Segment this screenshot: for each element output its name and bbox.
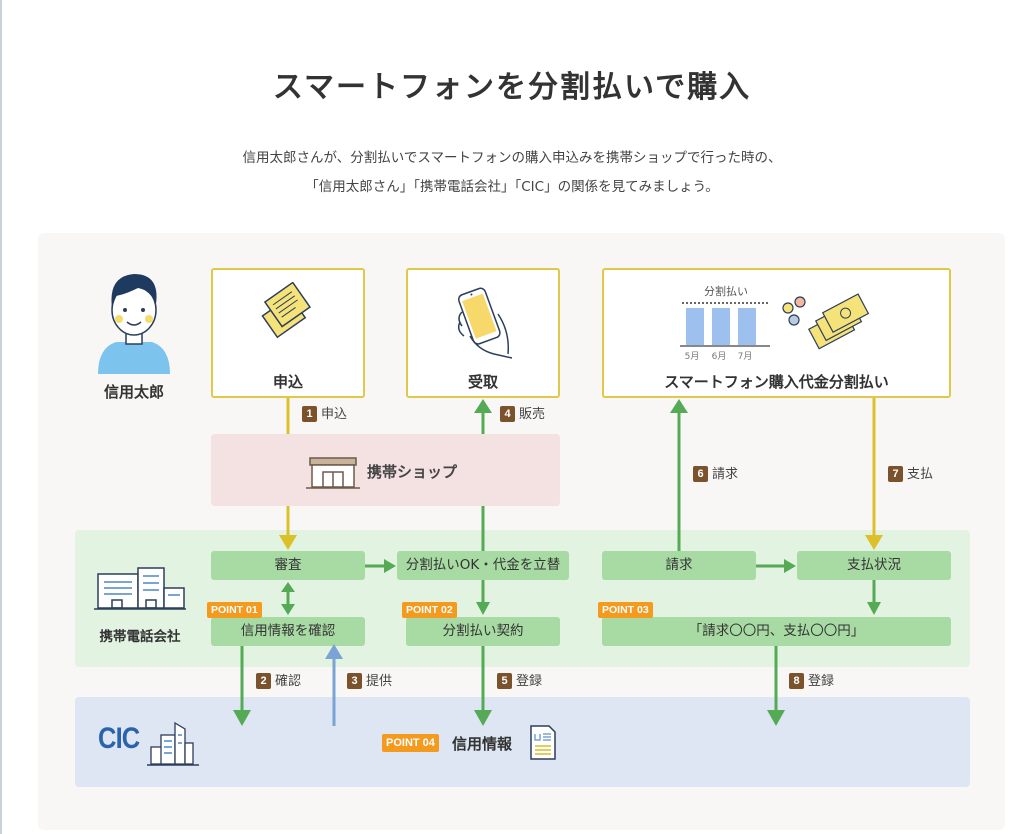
shop-band: 携帯ショップ	[211, 434, 560, 506]
smartphone-in-hand-icon	[454, 284, 516, 364]
box-billing-payment-record: 「請求〇〇円、支払〇〇円」	[602, 617, 951, 646]
step-label-3: 3 提供	[347, 673, 392, 691]
window-edge	[0, 0, 2, 834]
step-label-5: 5 登録	[497, 673, 542, 691]
step-text: 販売	[519, 407, 546, 422]
money-bills-coins-icon	[780, 292, 876, 356]
step-number: 7	[888, 466, 903, 482]
shop-icon	[306, 456, 360, 494]
lead-text-line1: 信用太郎さんが、分割払いでスマートフォンの購入申込みを携帯ショップで行った時の、	[242, 150, 782, 166]
cic-band	[75, 697, 970, 787]
box-approval: 分割払いOK・代金を立替	[397, 551, 569, 580]
mini-chart-axis	[680, 345, 770, 347]
mini-chart-dotted-line	[682, 302, 768, 304]
point-badge-02: POINT 02	[402, 602, 457, 618]
box-screening: 審査	[211, 551, 365, 580]
step-label-6: 6 請求	[693, 466, 738, 484]
person-label: 信用太郎	[103, 383, 164, 401]
card-apply: 申込	[211, 268, 365, 398]
card-receive: 受取	[406, 268, 560, 398]
step-text: 支払	[907, 467, 934, 482]
step-number: 8	[789, 673, 804, 689]
mini-chart-bar	[738, 308, 756, 345]
card-receive-label: 受取	[467, 373, 498, 391]
step-number: 6	[693, 466, 708, 482]
documents-icon	[257, 281, 321, 346]
credit-info-label: 信用情報	[452, 735, 513, 753]
mini-chart-month: 6月	[711, 352, 727, 362]
mini-chart-month: 5月	[684, 352, 700, 362]
step-label-8: 8 登録	[789, 673, 834, 691]
telco-label: 携帯電話会社	[99, 629, 181, 645]
mini-chart-bar	[712, 308, 730, 345]
step-label-7: 7 支払	[888, 466, 933, 484]
mini-chart-title: 分割払い	[704, 285, 748, 298]
step-number: 3	[347, 673, 362, 689]
step-text: 登録	[808, 674, 835, 689]
cic-logo: CIC	[98, 722, 140, 755]
mini-chart-month: 7月	[737, 352, 753, 362]
step-number: 4	[500, 406, 515, 422]
step-label-1: 1 申込	[302, 406, 347, 424]
step-text: 提供	[366, 674, 393, 689]
step-text: 申込	[321, 407, 348, 422]
step-number: 2	[256, 673, 271, 689]
point-badge-03: POINT 03	[598, 602, 653, 618]
card-installment-label: スマートフォン購入代金分割払い	[664, 373, 889, 391]
mini-chart-bar	[686, 308, 704, 345]
step-label-2: 2 確認	[256, 673, 301, 691]
lead-text-line2: 「信用太郎さん」「携帯電話会社」「CIC」の関係を見てみましょう。	[305, 179, 719, 195]
person-icon	[94, 268, 174, 380]
page-title: スマートフォンを分割払いで購入	[272, 70, 752, 105]
step-text: 請求	[712, 467, 739, 482]
credit-report-document-icon	[528, 724, 558, 766]
box-contract: 分割払い契約	[406, 617, 560, 646]
step-number: 1	[302, 406, 317, 422]
card-apply-label: 申込	[272, 373, 303, 391]
city-buildings-icon	[147, 719, 199, 771]
shop-label: 携帯ショップ	[367, 463, 458, 481]
card-installment: 分割払い 5月 6月 7月 スマートフォン購入代金分割払い	[602, 268, 951, 398]
box-billing: 請求	[602, 551, 756, 580]
step-label-4: 4 販売	[500, 406, 545, 424]
point-badge-04: POINT 04	[382, 734, 439, 752]
step-text: 確認	[275, 674, 302, 689]
step-text: 登録	[516, 674, 543, 689]
box-check-credit: 信用情報を確認	[211, 617, 365, 646]
step-number: 5	[497, 673, 512, 689]
box-payment-status: 支払状況	[797, 551, 951, 580]
office-buildings-icon	[94, 566, 186, 616]
point-badge-01: POINT 01	[207, 602, 262, 618]
